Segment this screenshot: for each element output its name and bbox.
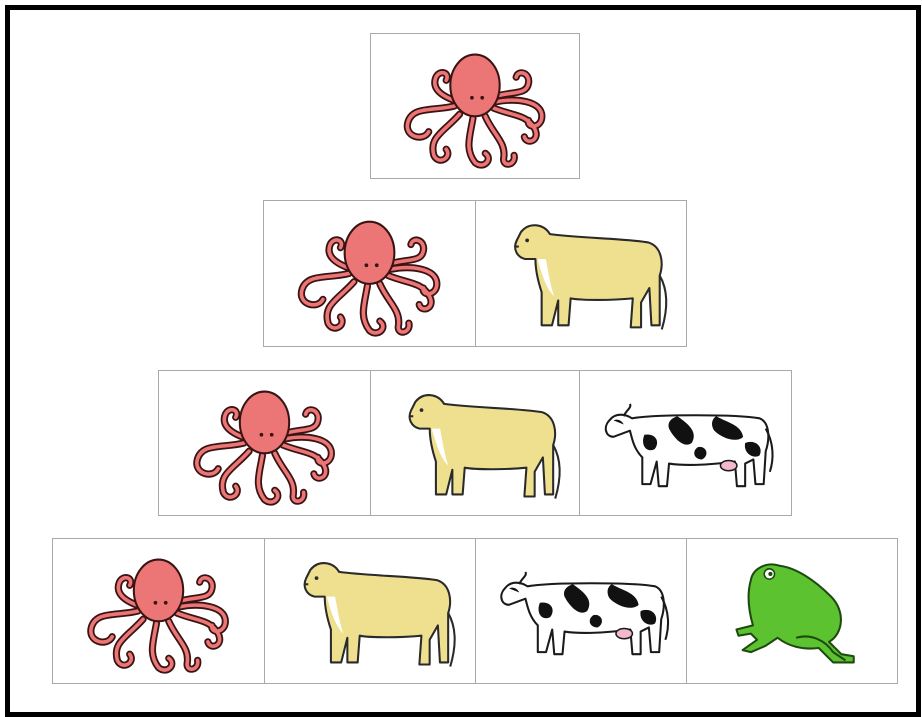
lion-icon — [476, 201, 686, 346]
card-row4-octopus — [52, 538, 265, 684]
card-row3-lion — [370, 370, 580, 516]
octopus-icon — [53, 539, 264, 683]
card-row2-octopus — [263, 200, 476, 347]
cow-icon — [580, 371, 791, 515]
frog-icon — [687, 539, 897, 683]
octopus-icon — [264, 201, 475, 346]
lion-icon — [371, 371, 579, 515]
cow-icon — [476, 539, 686, 683]
card-row2-lion — [475, 200, 687, 347]
card-row3-cow — [579, 370, 792, 516]
octopus-icon — [371, 34, 579, 178]
lion-icon — [265, 539, 475, 683]
octopus-icon — [159, 371, 370, 515]
card-row4-cow — [475, 538, 687, 684]
card-row3-octopus — [158, 370, 371, 516]
card-row4-frog — [686, 538, 898, 684]
card-row4-lion — [264, 538, 476, 684]
card-row1-octopus — [370, 33, 580, 179]
